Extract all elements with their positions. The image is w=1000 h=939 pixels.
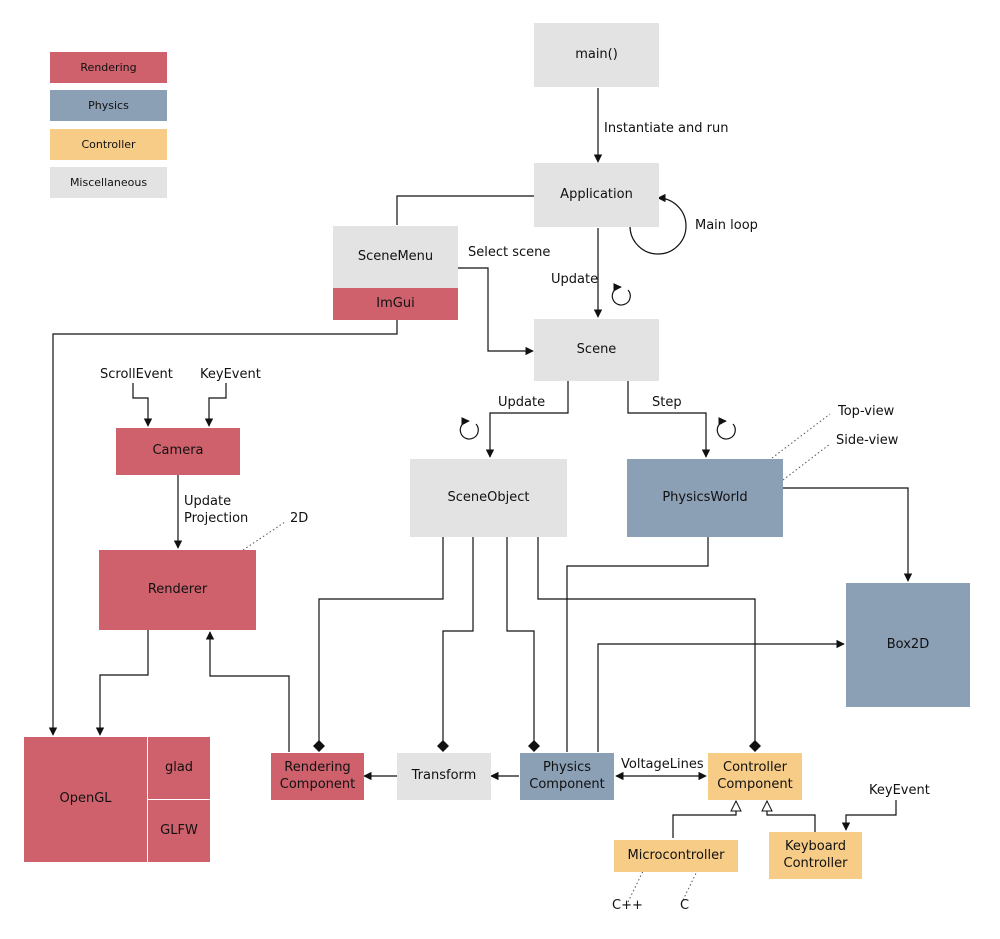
label-cpp: C++	[612, 898, 643, 913]
node-application: Application	[534, 163, 659, 227]
label-update-projection-line1: Update	[184, 494, 232, 509]
edge-physicsworld-box2d	[783, 487, 913, 582]
node-renderer: Renderer	[99, 550, 256, 630]
edge-sceneobject-controllercomp	[537, 537, 761, 752]
node-physics-world: PhysicsWorld	[627, 459, 783, 537]
label-top-view: Top-view	[838, 404, 895, 419]
leader-cpp	[627, 864, 647, 903]
controller-component-line2: Component	[717, 776, 793, 792]
node-box2d: Box2D	[846, 583, 970, 707]
label-c: C	[680, 898, 690, 913]
node-rendering-component: Rendering Component	[271, 753, 364, 800]
edge-scenemenu-scene	[458, 267, 534, 356]
edge-application-scenemenu	[396, 195, 534, 225]
keyboard-controller-line2: Controller	[783, 855, 848, 871]
node-glad: glad	[148, 737, 210, 799]
node-scene-menu: SceneMenu	[333, 226, 458, 288]
edge-scene-sceneobject	[485, 381, 569, 458]
rendering-component-line2: Component	[279, 776, 356, 792]
node-scene-object: SceneObject	[410, 459, 567, 537]
label-2d: 2D	[290, 511, 309, 526]
controller-component-line1: Controller	[723, 760, 787, 776]
leader-side-view	[782, 443, 831, 481]
label-update-projection-line2: Projection	[184, 511, 249, 526]
node-scene: Scene	[534, 319, 659, 381]
edge-keyboard-controller	[767, 801, 816, 832]
node-physics-component: Physics Component	[520, 753, 614, 800]
edge-sceneobject-physicscomp	[506, 537, 540, 752]
label-side-view: Side-view	[836, 433, 899, 448]
cycle-icon-update-scene	[459, 417, 479, 440]
legend-miscellaneous: Miscellaneous	[50, 167, 167, 198]
node-camera: Camera	[116, 428, 240, 475]
node-controller-component: Controller Component	[708, 753, 802, 800]
leader-2d	[242, 521, 286, 551]
main-loop-arc	[629, 193, 687, 255]
edge-microcontroller-controller	[672, 801, 736, 838]
cycle-icon-step	[716, 417, 736, 440]
node-main: main()	[534, 23, 659, 87]
edge-scrollevent-camera	[132, 383, 153, 427]
physics-component-line2: Component	[529, 776, 605, 792]
physics-component-line1: Physics	[542, 760, 592, 776]
label-update-application: Update	[551, 272, 599, 287]
edge-sceneobject-transform	[437, 537, 474, 752]
edge-keyevent-keyboard	[841, 800, 897, 831]
cycle-icon-update-app	[611, 283, 631, 306]
edge-sceneobject-renderingcomp	[313, 537, 444, 752]
node-imgui: ImGui	[333, 288, 458, 320]
legend-controller: Controller	[50, 129, 167, 160]
edge-imgui-opengl	[48, 320, 398, 736]
label-instantiate-and-run: Instantiate and run	[604, 121, 729, 136]
node-glfw: GLFW	[148, 800, 210, 862]
legend-physics: Physics	[50, 90, 167, 121]
keyboard-controller-line1: Keyboard	[784, 839, 847, 855]
label-select-scene: Select scene	[468, 245, 551, 260]
edge-physicsworld-physicscomp	[566, 536, 709, 752]
edge-keyevent-camera	[204, 383, 227, 427]
legend-rendering: Rendering	[50, 52, 167, 83]
edge-renderer-opengl	[95, 630, 149, 736]
node-keyboard-controller: Keyboard Controller	[769, 832, 862, 879]
label-scroll-event: ScrollEvent	[100, 367, 173, 382]
label-key-event-keyboard: KeyEvent	[869, 783, 930, 798]
leader-top-view	[771, 413, 831, 459]
node-microcontroller: Microcontroller	[614, 840, 738, 872]
label-update-scene: Update	[498, 395, 546, 410]
label-step: Step	[652, 395, 682, 410]
rendering-component-line1: Rendering	[284, 760, 351, 776]
label-key-event-camera: KeyEvent	[200, 367, 261, 382]
node-transform: Transform	[397, 753, 491, 800]
edge-scene-physicsworld	[627, 381, 711, 458]
edge-physicscomp-box2d	[597, 639, 845, 752]
edge-renderingcomp-renderer	[205, 631, 290, 752]
label-voltage-lines: VoltageLines	[621, 757, 704, 772]
label-main-loop: Main loop	[695, 218, 758, 233]
node-opengl: OpenGL	[24, 737, 147, 862]
